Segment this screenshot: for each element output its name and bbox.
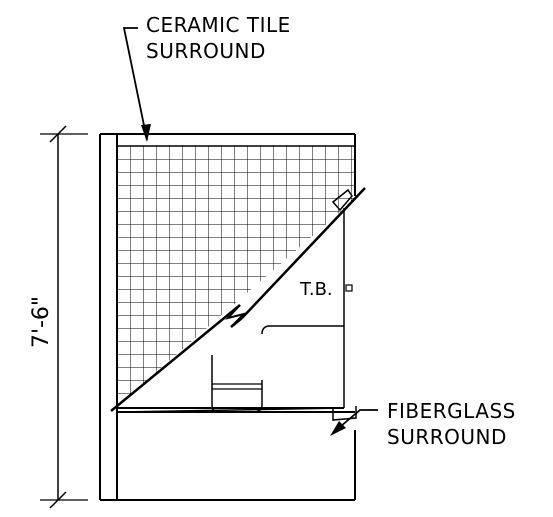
ceramic-leader: [122, 27, 151, 142]
height-dimension-label: 7'-6": [29, 296, 54, 348]
fiberglass-surround: [116, 188, 357, 421]
fiberglass-leader: [330, 409, 378, 436]
ceramic-label-line1: CERAMIC TILE: [146, 13, 291, 37]
fiberglass-label-line1: FIBERGLASS: [387, 399, 516, 423]
ceramic-label-line2: SURROUND: [146, 39, 266, 63]
height-dimension: [40, 125, 88, 509]
towel-bar-label: T.B.: [299, 279, 333, 300]
fiberglass-label-line2: SURROUND: [387, 425, 507, 449]
